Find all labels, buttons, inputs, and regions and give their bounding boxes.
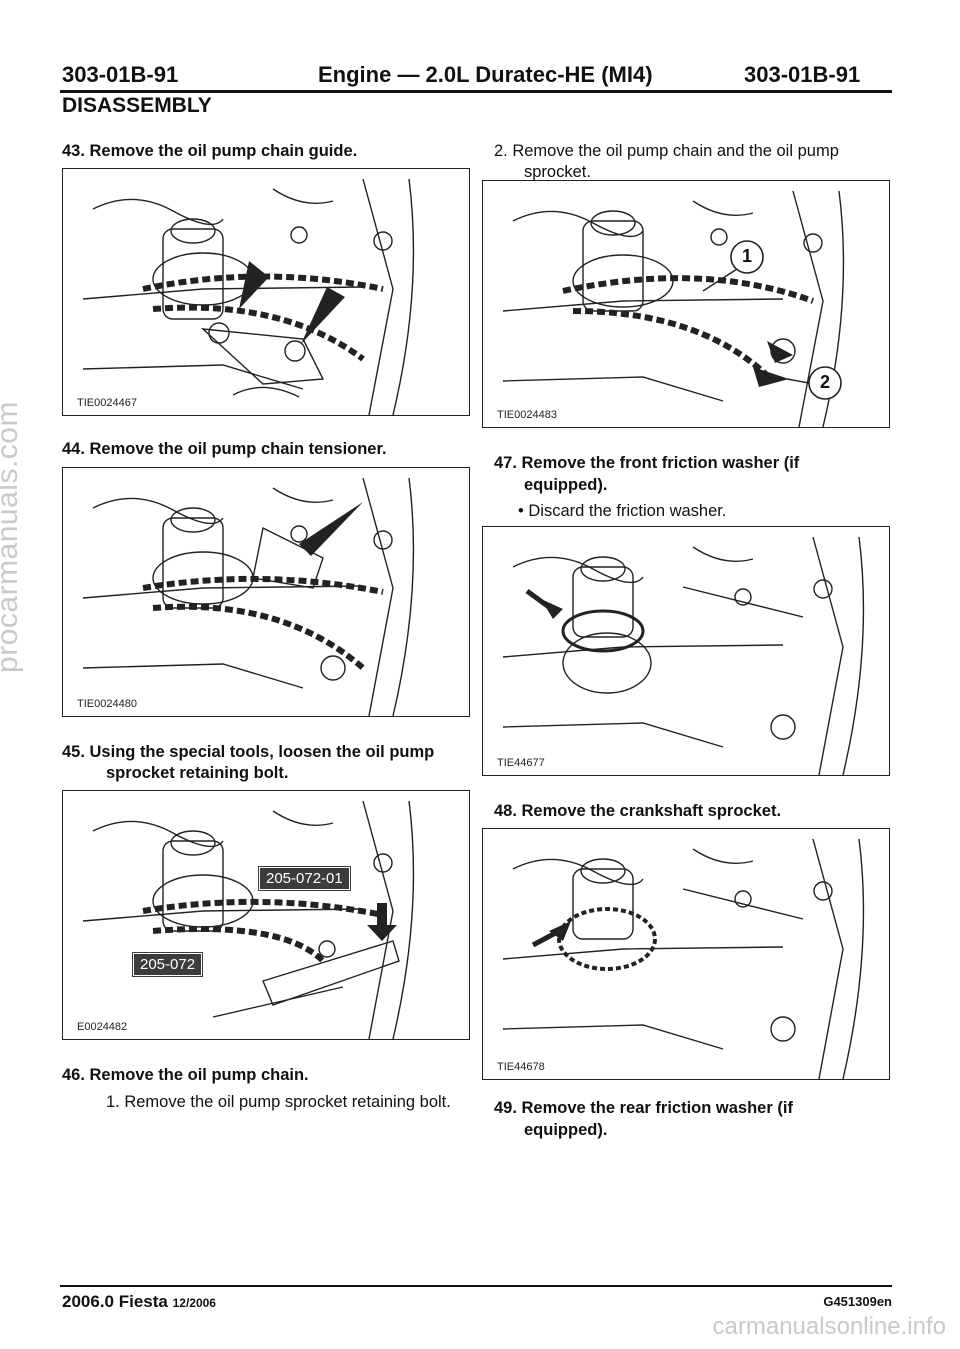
- engine-illustration: [502, 536, 865, 775]
- bottom-watermark: carmanualsonline.info: [712, 1313, 946, 1340]
- footer-code: G451309en: [823, 1294, 892, 1309]
- figure-oil-pump-chain-sprocket: 1 2 TIE0024483: [482, 180, 890, 428]
- step-46-substep-2-line-1: 2. Remove the oil pump chain and the oil…: [494, 142, 839, 160]
- engine-illustration: [502, 838, 865, 1079]
- footer-rule: [60, 1285, 892, 1287]
- step-49-line-2: equipped).: [524, 1121, 608, 1139]
- figure-special-tools: 205-072-01 205-072 E0024482: [62, 790, 470, 1040]
- figure-id: TIE0024467: [77, 397, 137, 409]
- figure-id: TIE0024480: [77, 698, 137, 710]
- step-46: 46. Remove the oil pump chain.: [62, 1066, 309, 1084]
- engine-illustration: [82, 477, 415, 716]
- figure-id: TIE44677: [497, 757, 545, 769]
- figure-id: TIE44678: [497, 1061, 545, 1073]
- engine-illustration: [82, 178, 415, 415]
- figure-front-friction-washer: TIE44677: [482, 526, 890, 776]
- step-47-line-2: equipped).: [524, 476, 608, 494]
- figure-oil-pump-chain-guide: TIE0024467: [62, 168, 470, 416]
- footer-model: 2006.0 Fiesta 12/2006: [62, 1292, 216, 1312]
- figure-id: TIE0024483: [497, 409, 557, 421]
- tool-label-205-072: 205-072: [131, 952, 204, 977]
- step-45-line-1: 45. Using the special tools, loosen the …: [62, 743, 435, 761]
- step-46-substep-1: 1. Remove the oil pump sprocket retainin…: [106, 1093, 451, 1111]
- step-47-line-1: 47. Remove the front friction washer (if: [494, 454, 800, 472]
- tool-label-205-072-01: 205-072-01: [258, 866, 351, 891]
- header-rule: [60, 90, 892, 93]
- step-49-line-1: 49. Remove the rear friction washer (if: [494, 1099, 793, 1117]
- callout-1-circle: [730, 240, 764, 274]
- step-45-line-2: sprocket retaining bolt.: [106, 764, 289, 782]
- vertical-watermark: procarmanuals.com: [0, 401, 24, 673]
- callout-2: 2: [819, 372, 830, 392]
- figure-id: E0024482: [77, 1021, 128, 1033]
- section-title: DISASSEMBLY: [62, 94, 212, 117]
- engine-illustration: [82, 800, 415, 1039]
- step-44: 44. Remove the oil pump chain tensioner.: [62, 440, 387, 458]
- step-46-substep-2-line-2: sprocket.: [524, 163, 591, 181]
- step-48: 48. Remove the crankshaft sprocket.: [494, 802, 782, 820]
- step-47-bullet: • Discard the friction washer.: [518, 502, 727, 520]
- page-number-right: 303-01B-91: [744, 62, 861, 87]
- document-title: Engine — 2.0L Duratec-HE (MI4): [318, 62, 653, 87]
- footer-model-name: 2006.0 Fiesta: [62, 1292, 168, 1311]
- footer-date: 12/2006: [172, 1296, 216, 1310]
- figure-crankshaft-sprocket: TIE44678: [482, 828, 890, 1080]
- step-43: 43. Remove the oil pump chain guide.: [62, 142, 358, 160]
- callout-1: 1: [741, 246, 752, 266]
- page-number-left: 303-01B-91: [62, 62, 179, 87]
- engine-illustration: [502, 190, 845, 427]
- figure-oil-pump-chain-tensioner: TIE0024480: [62, 467, 470, 717]
